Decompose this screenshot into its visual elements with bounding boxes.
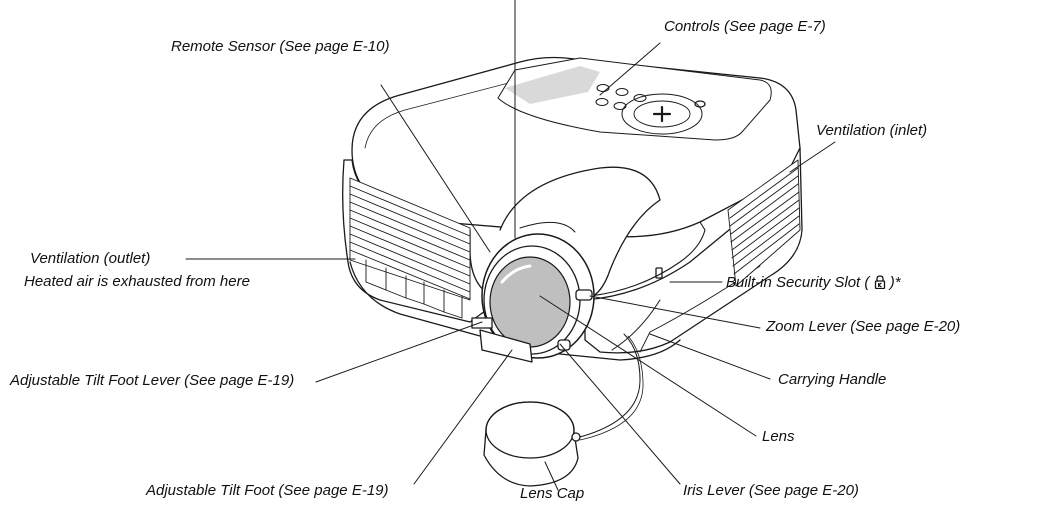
controls-label: Controls (See page E-7) — [664, 18, 826, 35]
tilt-foot — [471, 317, 533, 363]
remote-sensor-label: Remote Sensor (See page E-10) — [171, 38, 390, 55]
inlet-vent-grille — [727, 159, 801, 287]
ventilation-outlet-label: Ventilation (outlet) — [30, 250, 151, 267]
ventilation-inlet-label: Ventilation (inlet) — [816, 122, 928, 139]
tilt-foot-lever-label: Adjustable Tilt Foot Lever (See page E-1… — [10, 372, 295, 389]
security-slot-label: Built-in Security Slot ( )* — [726, 274, 901, 292]
lock-icon — [874, 275, 885, 289]
lens-cap — [483, 333, 644, 487]
security-slot — [655, 267, 663, 279]
control-panel — [497, 57, 772, 141]
zoom-lever-label: Zoom Lever (See page E-20) — [766, 318, 961, 335]
leader-lines — [185, 0, 836, 491]
security-slot-label-suffix: )* — [889, 274, 901, 291]
tilt-foot-label: Adjustable Tilt Foot (See page E-19) — [146, 482, 389, 499]
outlet-vent-grille — [349, 177, 471, 319]
lens-assembly — [481, 233, 595, 359]
security-slot-label-prefix: Built-in Security Slot ( — [726, 274, 870, 291]
iris-lever-label: Iris Lever (See page E-20) — [683, 482, 859, 499]
lens-housing — [499, 166, 661, 301]
lens-label: Lens — [762, 428, 795, 445]
lens-cap-label: Lens Cap — [520, 485, 585, 502]
ventilation-outlet-note: Heated air is exhausted from here — [24, 273, 250, 290]
carrying-handle-label: Carrying Handle — [778, 371, 887, 388]
